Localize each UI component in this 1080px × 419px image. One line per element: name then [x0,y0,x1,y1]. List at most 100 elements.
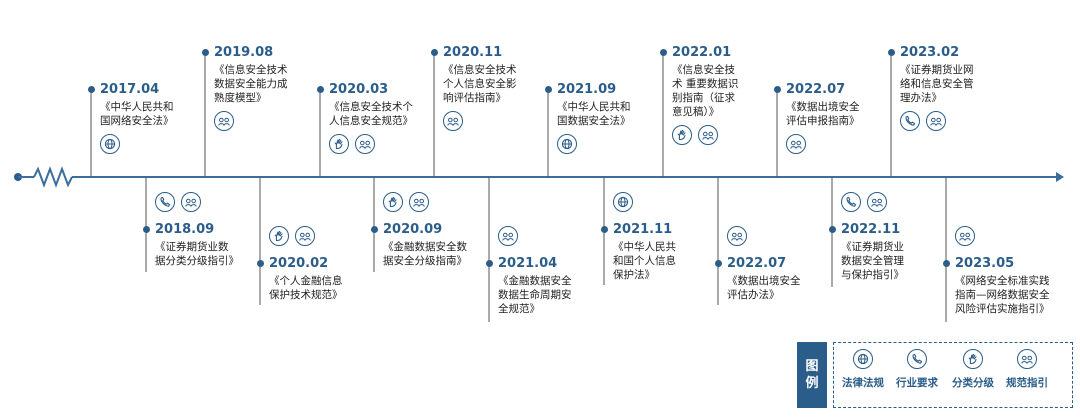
event-date: 2023.02 [900,45,960,60]
event-icons [727,226,747,246]
legend-header: 图 例 [797,342,827,408]
event-title-line: 《中华人民共 [613,241,676,253]
people-icon [698,125,718,145]
event-dot [943,260,950,267]
people-icon [786,134,806,154]
hand-icon [383,192,403,212]
people-icon [727,226,747,246]
event-date: 2023.05 [955,256,1015,271]
axis-arrow [1056,172,1064,182]
event-title: 《数据出境安全评估申报指南》 [786,100,860,128]
event-title-line: 《中华人民共和 [557,101,631,113]
event-title-line: 《证券期货业网 [900,64,974,76]
people-icon [355,134,375,154]
hand-icon [329,134,349,154]
people-icon [443,111,463,131]
people-icon [181,192,201,212]
people-icon [409,192,429,212]
event-icons [900,111,946,131]
event-title-line: 《证券期货业数 [155,241,229,253]
event-dot [888,49,895,56]
people-icon [214,111,234,131]
people-icon [1017,349,1037,369]
event-date: 2022.01 [672,45,732,60]
phone-icon [900,111,920,131]
event-icons [955,226,975,246]
legend-item-law: 法律法规 [842,349,884,390]
legend-header-bottom: 例 [805,376,819,391]
event-title: 《证券期货业数据安全管理与保护指引》 [841,240,904,282]
event-icons [443,111,463,131]
people-icon [867,192,887,212]
people-icon [955,226,975,246]
event-icons [383,192,429,212]
legend-label-spec: 规范指引 [1006,377,1048,389]
globe-icon [557,134,577,154]
event-title-line: 《个人金融信息 [269,275,343,287]
event-title: 《金融数据安全数据生命周期安全规范》 [498,274,572,316]
event-title: 《金融数据安全数据安全分级指南》 [383,240,467,268]
people-icon [295,226,315,246]
event-title-line: 国网络安全法》 [100,115,174,127]
event-title-line: 保护法》 [613,269,655,281]
event-title-line: 《信息安全技术 [443,64,517,76]
phone-icon [155,192,175,212]
event-title-line: 指南—网络数据安全 [955,289,1050,301]
event-date: 2021.11 [613,222,673,237]
phone-icon [841,192,861,212]
event-title: 《信息安全技术个人信息安全规范》 [329,100,413,128]
event-title-line: 和国个人信息 [613,255,676,267]
event-dot [601,226,608,233]
hand-icon [672,125,692,145]
globe-icon [100,134,120,154]
event-title-line: 络和信息安全管 [900,78,974,90]
event-icons [613,192,633,212]
event-dot [88,86,95,93]
event-title-line: 熟度模型》 [214,92,267,104]
event-title: 《数据出境安全评估办法》 [727,274,801,302]
event-date: 2020.02 [269,256,329,271]
event-dot [257,260,264,267]
event-title-line: 数据生命周期安 [498,289,572,301]
event-dot [545,86,552,93]
event-title-line: 数据安全能力成 [214,78,288,90]
event-icons [100,134,120,154]
event-dot [371,226,378,233]
event-date: 2020.03 [329,82,389,97]
event-title-line: 《数据出境安全 [786,101,860,113]
event-title: 《中华人民共和国网络安全法》 [100,100,174,128]
event-title-line: 《中华人民共和 [100,101,174,113]
event-title-line: 国数据安全法》 [557,115,631,127]
hand-icon [963,349,983,369]
event-title-line: 《金融数据安全数 [383,241,467,253]
event-title: 《信息安全技术 重要数据识别指南（征求意见稿）》 [672,63,738,119]
event-dot [774,86,781,93]
event-icons [786,134,806,154]
event-date: 2019.08 [214,45,274,60]
event-date: 2022.07 [786,82,846,97]
legend-item-spec: 规范指引 [1006,349,1048,390]
globe-icon [853,349,873,369]
legend-box: 法律法规 行业要求 分类分级 规范指引 [833,342,1073,408]
globe-icon [613,192,633,212]
event-title-line: 人信息安全规范》 [329,115,413,127]
event-title-line: 与保护指引》 [841,269,904,281]
event-icons [155,192,201,212]
event-date: 2022.07 [727,256,787,271]
event-title-line: 理办法》 [900,92,942,104]
event-title-line: 别指南（征求 [672,92,735,104]
event-title: 《中华人民共和国数据安全法》 [557,100,631,128]
event-title-line: 《数据出境安全 [727,275,801,287]
event-title: 《个人金融信息保护技术规范》 [269,274,343,302]
event-title-line: 全规范》 [498,303,540,315]
event-dot [715,260,722,267]
event-icons [672,125,718,145]
event-date: 2020.11 [443,45,503,60]
event-title-line: 《网络安全标准实践 [955,275,1050,287]
event-date: 2021.04 [498,256,558,271]
event-title: 《证券期货业数据分类分级指引》 [155,240,239,268]
legend-label-law: 法律法规 [842,377,884,389]
event-dot [486,260,493,267]
